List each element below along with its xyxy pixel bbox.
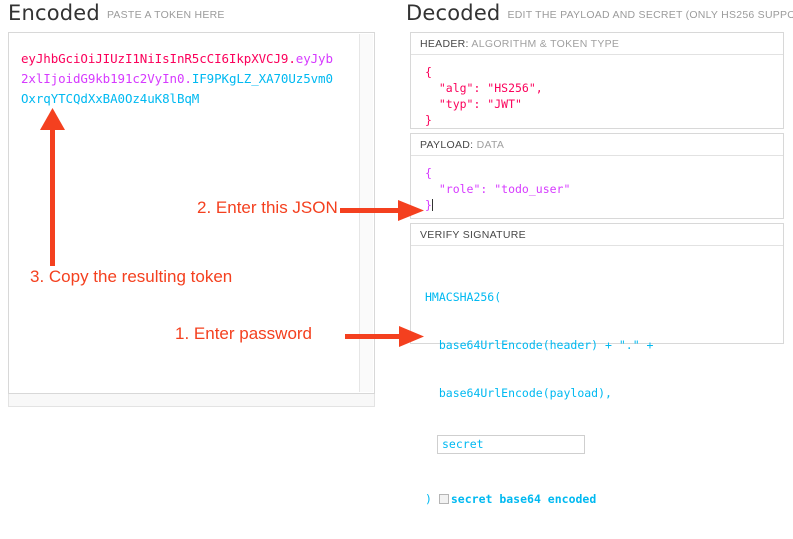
header-section-label: HEADER: ALGORITHM & TOKEN TYPE [411, 33, 783, 55]
payload-json-text: { "role": "todo_user" } [425, 166, 571, 212]
signature-body: HMACSHA256( base64UrlEncode(header) + ".… [411, 246, 783, 506]
text-caret [431, 199, 433, 211]
signature-section-label: VERIFY SIGNATURE [411, 224, 783, 246]
signature-section: VERIFY SIGNATURE HMACSHA256( base64UrlEn… [410, 223, 784, 506]
decoded-panel: HEADER: ALGORITHM & TOKEN TYPE { "alg": … [410, 32, 784, 506]
annotation-step-2: 2. Enter this JSON [197, 198, 338, 217]
encoded-token-panel[interactable]: eyJhbGciOiJIUzI1NiIsInR5cCI6IkpXVCJ9.eyJ… [8, 32, 375, 394]
hmac-line-3: base64UrlEncode(payload), [425, 386, 612, 400]
token-payload-segment: eyJyb2xlIjoidG9kb191c2VyIn0 [21, 51, 333, 86]
decoded-subtitle: EDIT THE PAYLOAD AND SECRET (ONLY HS256 … [507, 9, 793, 21]
header-json-editor[interactable]: { "alg": "HS256", "typ": "JWT" } [425, 65, 543, 127]
encoded-horizontal-scrollbar[interactable] [8, 394, 375, 407]
token-signature-segment: IF9PKgLZ_XA70Uz5vm0OxrqYTCQdXxBA0Oz4uK8l… [21, 71, 333, 106]
header-section: HEADER: ALGORITHM & TOKEN TYPE { "alg": … [410, 32, 784, 129]
signature-closing-row: ) secret base64 encoded [425, 491, 771, 507]
token-separator-2: . [184, 71, 192, 86]
hmac-line-2: base64UrlEncode(header) + "." + [425, 338, 654, 352]
annotation-step-3: 3. Copy the resulting token [30, 267, 233, 286]
token-header-segment: eyJhbGciOiJIUzI1NiIsInR5cCI6IkpXVCJ9 [21, 51, 289, 66]
secret-row [425, 433, 771, 456]
annotation-step-1: 1. Enter password [175, 324, 313, 343]
base64-encoded-label[interactable]: secret base64 encoded [450, 492, 597, 506]
payload-section-label: PAYLOAD: DATA [411, 134, 783, 156]
payload-label-muted: DATA [476, 139, 505, 151]
encoded-token-text[interactable]: eyJhbGciOiJIUzI1NiIsInR5cCI6IkpXVCJ9.eyJ… [21, 49, 339, 109]
closing-paren: ) [425, 492, 432, 506]
token-separator-1: . [288, 51, 296, 66]
decoded-column-heading: Decoded EDIT THE PAYLOAD AND SECRET (ONLY… [406, 1, 793, 25]
base64-encoded-checkbox[interactable] [438, 494, 449, 504]
hmac-line-1: HMACSHA256( [425, 290, 502, 304]
payload-section: PAYLOAD: DATA { "role": "todo_user" } [410, 133, 784, 219]
encoded-title: Encoded [8, 1, 100, 25]
header-label-strong: HEADER: [420, 38, 469, 50]
header-label-muted: ALGORITHM & TOKEN TYPE [471, 38, 620, 50]
encoded-vertical-scrollbar[interactable] [359, 34, 373, 392]
payload-json-editor[interactable]: { "role": "todo_user" } [411, 156, 783, 218]
encoded-column-heading: Encoded PASTE A TOKEN HERE [8, 1, 225, 25]
signature-label-strong: VERIFY SIGNATURE [420, 229, 526, 241]
encoded-subtitle: PASTE A TOKEN HERE [106, 9, 225, 21]
secret-input[interactable] [437, 435, 585, 454]
decoded-title: Decoded [406, 1, 501, 25]
payload-label-strong: PAYLOAD: [420, 139, 474, 151]
